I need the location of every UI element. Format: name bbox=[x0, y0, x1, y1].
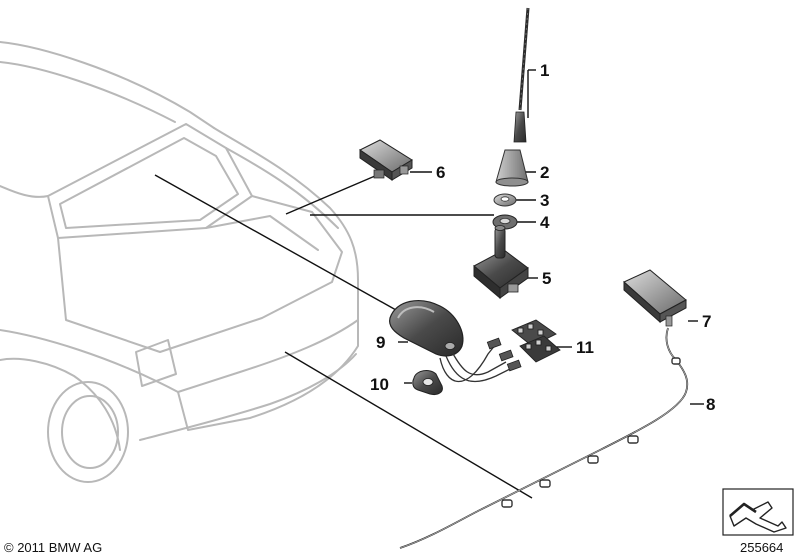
antenna-module bbox=[359, 139, 413, 181]
callout-1: 1 bbox=[540, 61, 549, 80]
leader-lines bbox=[154, 69, 704, 499]
rod-antenna bbox=[513, 7, 530, 143]
callout-9: 9 bbox=[376, 333, 385, 352]
copyright-text: © 2011 BMW AG bbox=[4, 540, 103, 555]
antenna-base bbox=[473, 225, 529, 300]
callout-8: 8 bbox=[706, 395, 715, 414]
callout-3: 3 bbox=[540, 191, 549, 210]
callout-5: 5 bbox=[542, 269, 551, 288]
orientation-arrow-icon bbox=[722, 488, 794, 536]
tuner-module bbox=[623, 269, 687, 327]
callout-10: 10 bbox=[370, 375, 389, 394]
bumper-antenna-cable bbox=[399, 327, 689, 549]
antenna-cone bbox=[495, 149, 529, 187]
antenna-seal bbox=[412, 370, 443, 395]
callout-labels: 1 2 3 4 5 6 7 8 9 10 11 bbox=[370, 61, 715, 414]
callout-7: 7 bbox=[702, 312, 711, 331]
shark-fin-antenna bbox=[389, 300, 522, 383]
callout-2: 2 bbox=[540, 163, 549, 182]
antenna-nut bbox=[493, 193, 517, 207]
callout-4: 4 bbox=[540, 213, 550, 232]
car-body-outline bbox=[0, 41, 359, 483]
connector-set bbox=[511, 319, 561, 363]
callout-6: 6 bbox=[436, 163, 445, 182]
callout-11: 11 bbox=[576, 338, 594, 357]
diagram-number: 255664 bbox=[740, 540, 784, 555]
